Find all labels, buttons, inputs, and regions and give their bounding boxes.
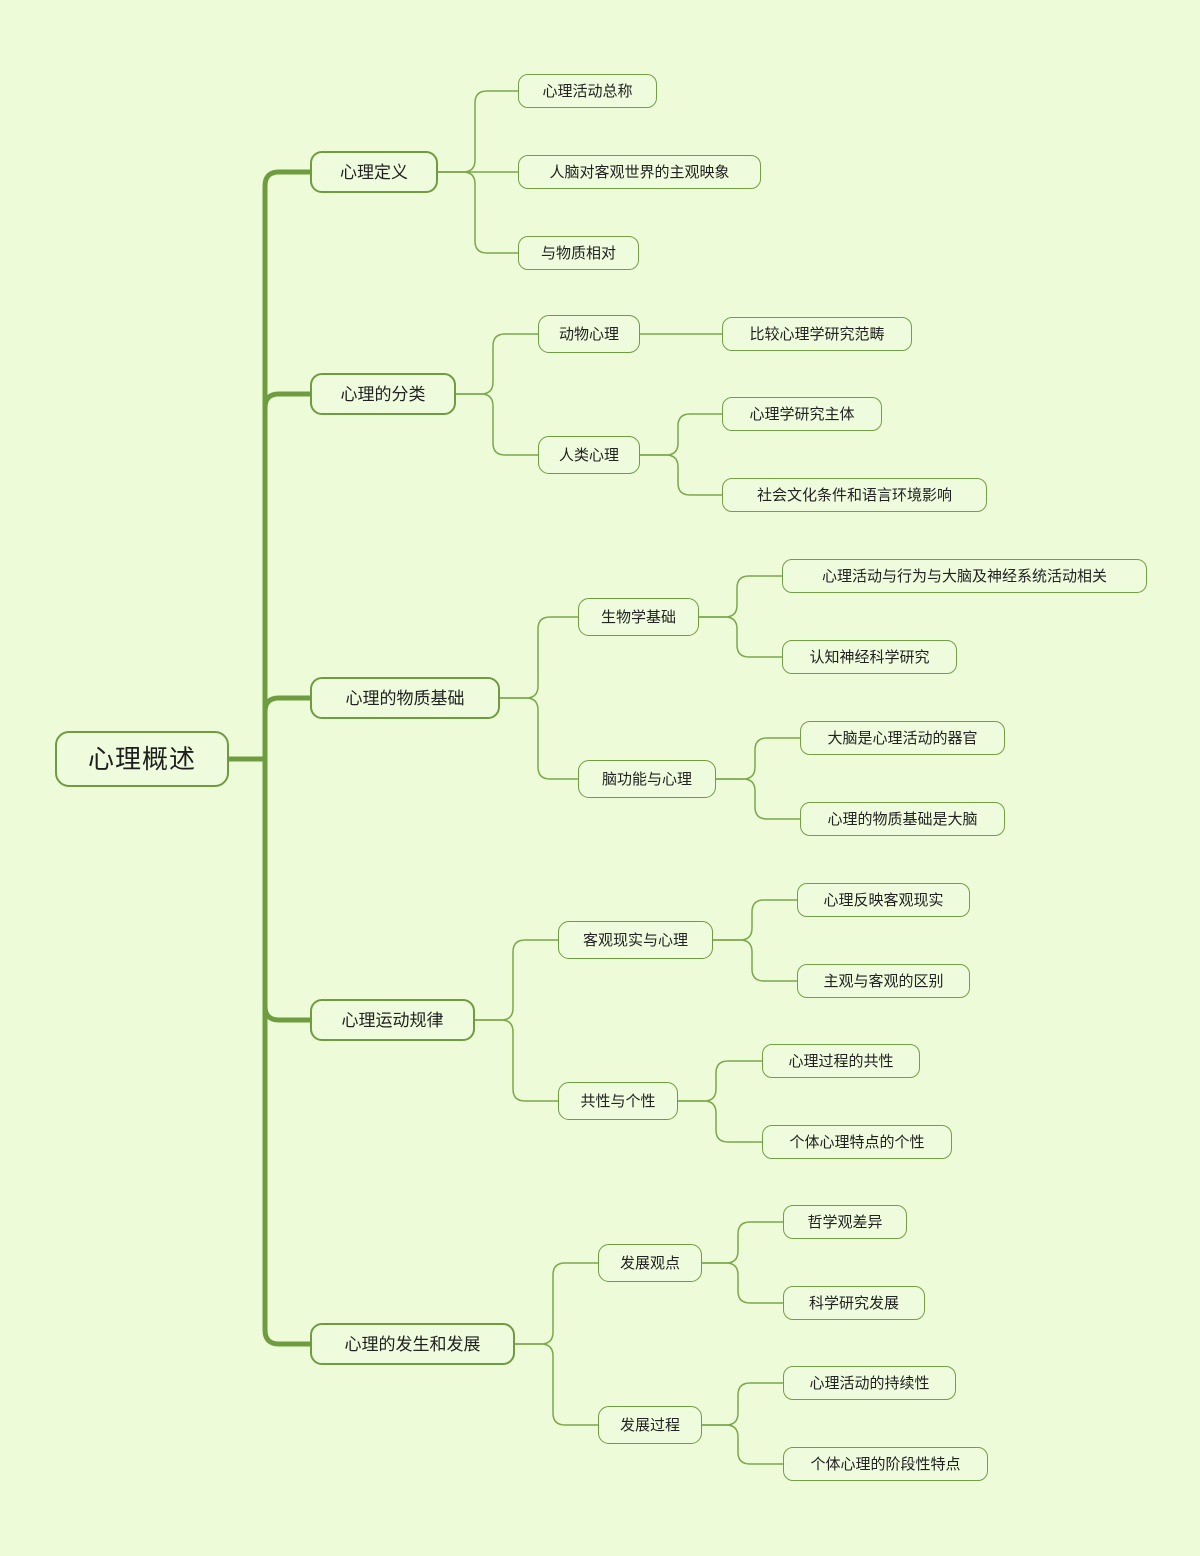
topic-node-3-1-label: 生物学基础 xyxy=(600,608,676,626)
branch-node-2-label: 心理的分类 xyxy=(340,384,426,404)
topic-node-5-2-label: 发展过程 xyxy=(619,1416,680,1434)
leaf-node-3-1-1[interactable]: 心理活动与行为与大脑及神经系统活动相关 xyxy=(782,559,1147,593)
leaf-node-5-1-1[interactable]: 哲学观差异 xyxy=(783,1205,907,1239)
branch-node-5[interactable]: 心理的发生和发展 xyxy=(310,1323,515,1365)
topic-node-4-2-label: 共性与个性 xyxy=(580,1092,656,1110)
leaf-node-4-2-1[interactable]: 心理过程的共性 xyxy=(762,1044,920,1078)
root-node[interactable]: 心理概述 xyxy=(55,731,229,787)
topic-node-1-2-label: 人脑对客观世界的主观映象 xyxy=(549,163,730,181)
topic-node-5-1[interactable]: 发展观点 xyxy=(598,1244,702,1282)
branch-node-3-label: 心理的物质基础 xyxy=(345,688,465,708)
root-node-label: 心理概述 xyxy=(87,744,196,774)
branch-node-4[interactable]: 心理运动规律 xyxy=(310,999,475,1041)
branch-node-3[interactable]: 心理的物质基础 xyxy=(310,677,500,719)
leaf-node-3-1-1-label: 心理活动与行为与大脑及神经系统活动相关 xyxy=(821,567,1107,585)
leaf-node-4-2-2[interactable]: 个体心理特点的个性 xyxy=(762,1125,952,1159)
topic-node-1-3-label: 与物质相对 xyxy=(540,244,616,262)
topic-node-3-2[interactable]: 脑功能与心理 xyxy=(578,760,716,798)
topic-node-5-1-label: 发展观点 xyxy=(619,1254,680,1272)
topic-node-1-1[interactable]: 心理活动总称 xyxy=(518,74,657,108)
leaf-node-5-2-2[interactable]: 个体心理的阶段性特点 xyxy=(783,1447,988,1481)
leaf-node-3-2-1[interactable]: 大脑是心理活动的器官 xyxy=(800,721,1005,755)
leaf-node-5-2-1[interactable]: 心理活动的持续性 xyxy=(783,1366,956,1400)
topic-node-1-2[interactable]: 人脑对客观世界的主观映象 xyxy=(518,155,761,189)
leaf-node-5-2-1-label: 心理活动的持续性 xyxy=(809,1374,930,1392)
leaf-node-5-1-1-label: 哲学观差异 xyxy=(807,1213,883,1231)
branch-node-1-label: 心理定义 xyxy=(340,162,408,182)
topic-node-4-2[interactable]: 共性与个性 xyxy=(558,1082,678,1120)
topic-node-1-3[interactable]: 与物质相对 xyxy=(518,236,639,270)
branch-node-1[interactable]: 心理定义 xyxy=(310,151,438,193)
topic-node-5-2[interactable]: 发展过程 xyxy=(598,1406,702,1444)
leaf-node-2-2-1-label: 心理学研究主体 xyxy=(749,405,855,423)
leaf-node-3-1-2-label: 认知神经科学研究 xyxy=(809,648,930,666)
leaf-node-4-1-1[interactable]: 心理反映客观现实 xyxy=(797,883,970,917)
topic-node-2-2-label: 人类心理 xyxy=(558,446,619,464)
leaf-node-4-2-1-label: 心理过程的共性 xyxy=(788,1052,894,1070)
leaf-node-3-2-1-label: 大脑是心理活动的器官 xyxy=(827,729,978,747)
branch-node-4-label: 心理运动规律 xyxy=(341,1010,444,1030)
leaf-node-2-2-1[interactable]: 心理学研究主体 xyxy=(722,397,882,431)
branch-node-2[interactable]: 心理的分类 xyxy=(310,373,456,415)
branch-node-5-label: 心理的发生和发展 xyxy=(344,1334,481,1354)
leaf-node-5-1-2-label: 科学研究发展 xyxy=(808,1294,899,1312)
leaf-node-5-2-2-label: 个体心理的阶段性特点 xyxy=(810,1455,961,1473)
topic-node-2-2[interactable]: 人类心理 xyxy=(538,436,640,474)
leaf-node-3-2-2-label: 心理的物质基础是大脑 xyxy=(827,810,978,828)
topic-node-1-1-label: 心理活动总称 xyxy=(542,82,633,100)
leaf-node-3-1-2[interactable]: 认知神经科学研究 xyxy=(782,640,957,674)
leaf-node-4-2-2-label: 个体心理特点的个性 xyxy=(789,1133,925,1151)
topic-node-2-1[interactable]: 动物心理 xyxy=(538,315,640,353)
topic-node-3-2-label: 脑功能与心理 xyxy=(601,770,692,788)
leaf-node-2-2-2-label: 社会文化条件和语言环境影响 xyxy=(756,486,952,504)
leaf-node-4-1-1-label: 心理反映客观现实 xyxy=(823,891,944,909)
leaf-node-4-1-2-label: 主观与客观的区别 xyxy=(823,972,944,990)
leaf-node-2-1-1[interactable]: 比较心理学研究范畴 xyxy=(722,317,912,351)
leaf-node-3-2-2[interactable]: 心理的物质基础是大脑 xyxy=(800,802,1005,836)
leaf-node-2-1-1-label: 比较心理学研究范畴 xyxy=(749,325,885,343)
leaf-node-5-1-2[interactable]: 科学研究发展 xyxy=(783,1286,925,1320)
leaf-node-4-1-2[interactable]: 主观与客观的区别 xyxy=(797,964,970,998)
leaf-node-2-2-2[interactable]: 社会文化条件和语言环境影响 xyxy=(722,478,987,512)
topic-node-2-1-label: 动物心理 xyxy=(558,325,619,343)
topic-node-3-1[interactable]: 生物学基础 xyxy=(578,598,699,636)
topic-node-4-1[interactable]: 客观现实与心理 xyxy=(558,921,713,959)
topic-node-4-1-label: 客观现实与心理 xyxy=(582,931,688,949)
